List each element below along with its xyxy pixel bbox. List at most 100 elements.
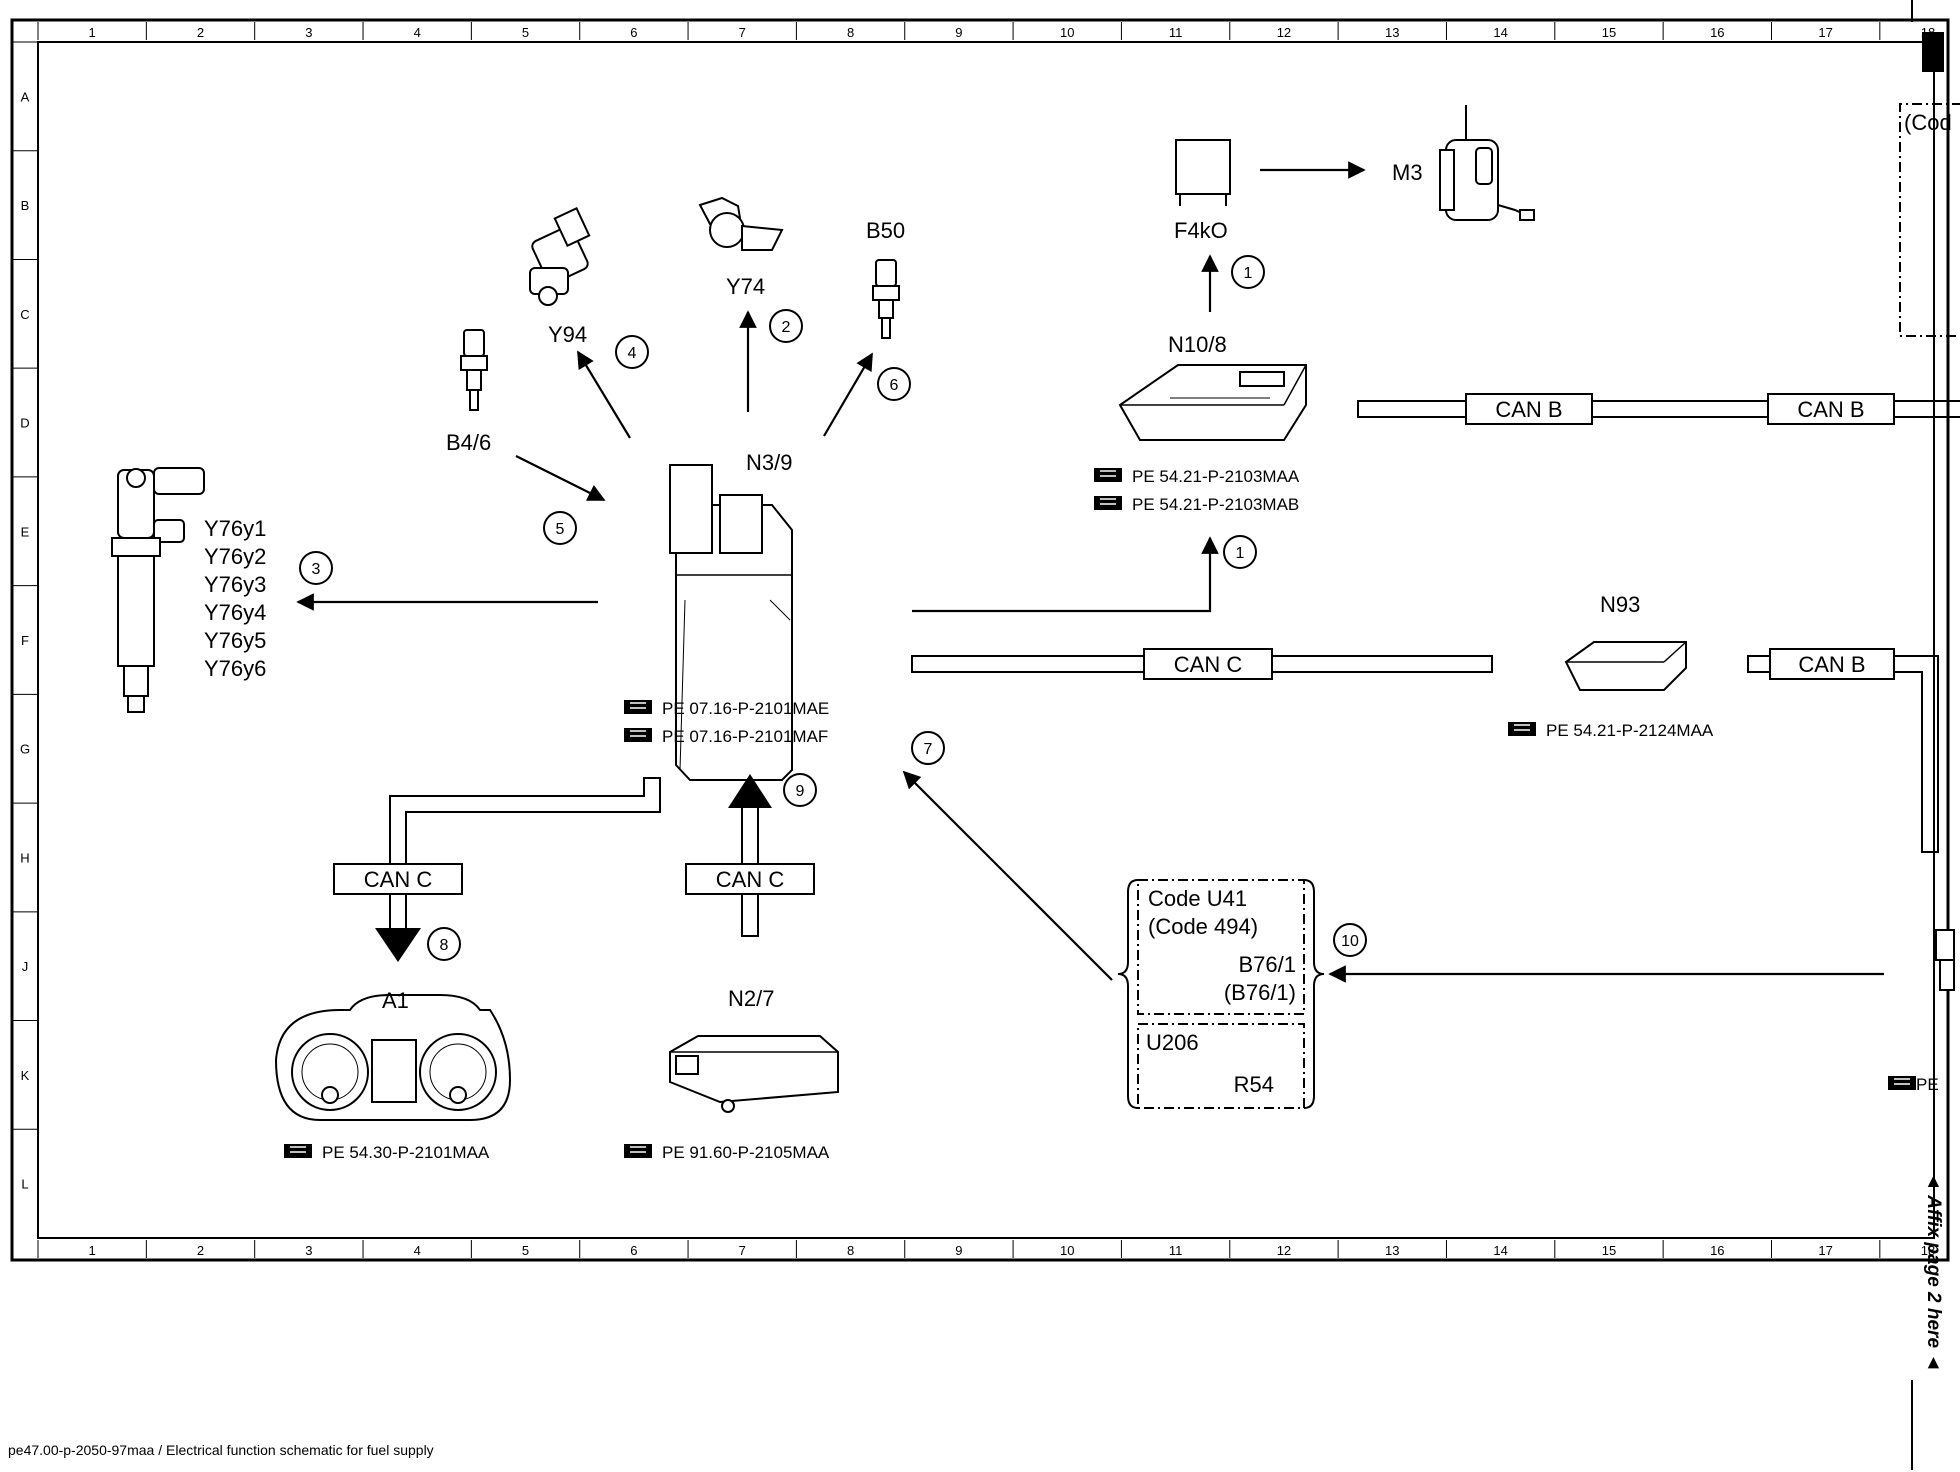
grid-row-label: L — [21, 1177, 28, 1192]
grid-col-label: 11 — [1169, 1243, 1183, 1258]
label-n3-9: N3/9 — [746, 450, 792, 475]
label-n10-8: N10/8 — [1168, 332, 1227, 357]
code-b76-1: B76/1 — [1239, 952, 1297, 977]
reference-book-icon — [624, 728, 652, 742]
can-label-boxes — [333, 393, 1895, 895]
grid-col-label: 8 — [847, 1243, 854, 1258]
grid-row-label: E — [21, 524, 30, 539]
label-b4-6: B4/6 — [446, 430, 491, 455]
can-bus-arrowheads — [375, 774, 772, 962]
bus-label-can-b-1: CAN B — [1495, 397, 1562, 422]
svg-text:9: 9 — [796, 783, 805, 800]
reference-book-icon — [1094, 468, 1122, 482]
footer-caption: pe47.00-p-2050-97maa / Electrical functi… — [8, 1442, 434, 1458]
code-box-braces — [1117, 879, 1325, 1109]
step-marker: 10 — [1333, 923, 1367, 957]
svg-text:5: 5 — [556, 521, 565, 538]
grid-col-label: 13 — [1385, 25, 1399, 40]
svg-text:1: 1 — [1236, 545, 1245, 562]
grid-row-label: C — [20, 307, 29, 322]
bus-label-can-c-3: CAN C — [716, 867, 785, 892]
step-marker: 9 — [783, 773, 817, 807]
code-box-labels: Code U41 (Code 494) B76/1 (B76/1) U206 R… — [1146, 886, 1296, 1097]
grid-col-label: 5 — [522, 1243, 529, 1258]
svg-text:1: 1 — [1244, 265, 1253, 282]
grid-col-label: 12 — [1277, 1243, 1291, 1258]
restraint-n2-7-illustration — [669, 1035, 839, 1113]
bus-label-can-b-2: CAN B — [1797, 397, 1864, 422]
component-labels: N3/9 Y94 Y74 B50 B4/6 Y76y1 Y76y2 Y76y3 … — [204, 160, 1640, 1013]
label-y76y2: Y76y2 — [204, 544, 266, 569]
bus-label-can-c-1: CAN C — [1174, 652, 1243, 677]
arrow-ecu-to-b50 — [823, 352, 873, 437]
grid-col-label: 1 — [89, 1243, 96, 1258]
grid-col-label: 5 — [522, 25, 529, 40]
grid-row-label: G — [20, 742, 30, 757]
can-arrowhead-to-a1 — [375, 928, 421, 962]
label-y76y4: Y76y4 — [204, 600, 266, 625]
gateway-n93-illustration — [1564, 641, 1687, 691]
ref-n2-7: PE 91.60-P-2105MAA — [662, 1143, 830, 1162]
right-margin-marks — [1911, 0, 1944, 1470]
grid-col-label: 15 — [1602, 25, 1616, 40]
ecu-illustration — [669, 464, 793, 781]
grid-row-label: D — [20, 416, 29, 431]
reference-book-icon — [1888, 1076, 1916, 1090]
grid-col-label: 6 — [630, 1243, 637, 1258]
arrow-ecu-to-n10-8 — [912, 536, 1219, 613]
ref-n10-8-1: PE 54.21-P-2103MAA — [1132, 467, 1300, 486]
label-y76y6: Y76y6 — [204, 656, 266, 681]
grid-row-label: B — [21, 198, 30, 213]
ref-right-edge: PE — [1916, 1075, 1939, 1094]
grid-col-label: 17 — [1818, 25, 1832, 40]
grid-col-label: 14 — [1493, 25, 1507, 40]
grid-col-label: 7 — [739, 1243, 746, 1258]
affix-page-note: ◄ Affix page 2 here ◄ — [1923, 1172, 1944, 1372]
arrow-ecu-to-y94 — [577, 350, 631, 439]
code-b76-1-paren: (B76/1) — [1224, 980, 1296, 1005]
label-m3: M3 — [1392, 160, 1423, 185]
grid-col-label: 1 — [89, 25, 96, 40]
label-y76y5: Y76y5 — [204, 628, 266, 653]
grid-col-label: 18 — [1921, 1243, 1935, 1258]
grid-col-label: 14 — [1493, 1243, 1507, 1258]
grid-col-label: 2 — [197, 1243, 204, 1258]
step-marker: 3 — [299, 551, 333, 585]
arrow-code-box-to-ecu — [902, 770, 1113, 981]
signal-arrows — [296, 161, 1884, 983]
label-y76y3: Y76y3 — [204, 572, 266, 597]
injector-illustration — [111, 467, 205, 713]
grid-col-label: 3 — [305, 25, 312, 40]
grid-col-label: 17 — [1818, 1243, 1832, 1258]
ref-a1: PE 54.30-P-2101MAA — [322, 1143, 490, 1162]
grid-row-label: F — [21, 633, 29, 648]
edge-component-illustration — [1935, 929, 1955, 991]
arrow-b4-6-to-ecu — [515, 455, 606, 501]
reference-book-icon — [1094, 496, 1122, 510]
reference-book-icon — [624, 700, 652, 714]
reference-book-icon — [624, 1144, 652, 1158]
edge-dashed-box — [1899, 103, 1960, 337]
svg-text:10: 10 — [1341, 933, 1359, 950]
label-n93: N93 — [1600, 592, 1640, 617]
can-arrowhead-to-ecu — [728, 774, 772, 808]
fuel-pump-m3-illustration — [1439, 105, 1535, 221]
instrument-cluster-a1-illustration — [274, 994, 512, 1121]
bus-labels: CAN B CAN B CAN B CAN C CAN C CAN C — [364, 397, 1866, 892]
edge-box-label: (Cod — [1904, 110, 1952, 135]
bus-label-can-b-3: CAN B — [1798, 652, 1865, 677]
sensor-b50-illustration — [872, 259, 900, 339]
svg-text:8: 8 — [440, 937, 449, 954]
code-box — [1137, 879, 1305, 1109]
relay-f4k0-illustration — [1175, 139, 1231, 206]
step-marker: 1 — [1231, 255, 1265, 289]
svg-text:4: 4 — [628, 345, 637, 362]
svg-text:6: 6 — [890, 377, 899, 394]
step-marker: 6 — [877, 367, 911, 401]
code-u206: U206 — [1146, 1030, 1199, 1055]
ref-n3-9-1: PE 07.16-P-2101MAE — [662, 699, 829, 718]
grid-col-label: 6 — [630, 25, 637, 40]
label-y94: Y94 — [548, 322, 587, 347]
